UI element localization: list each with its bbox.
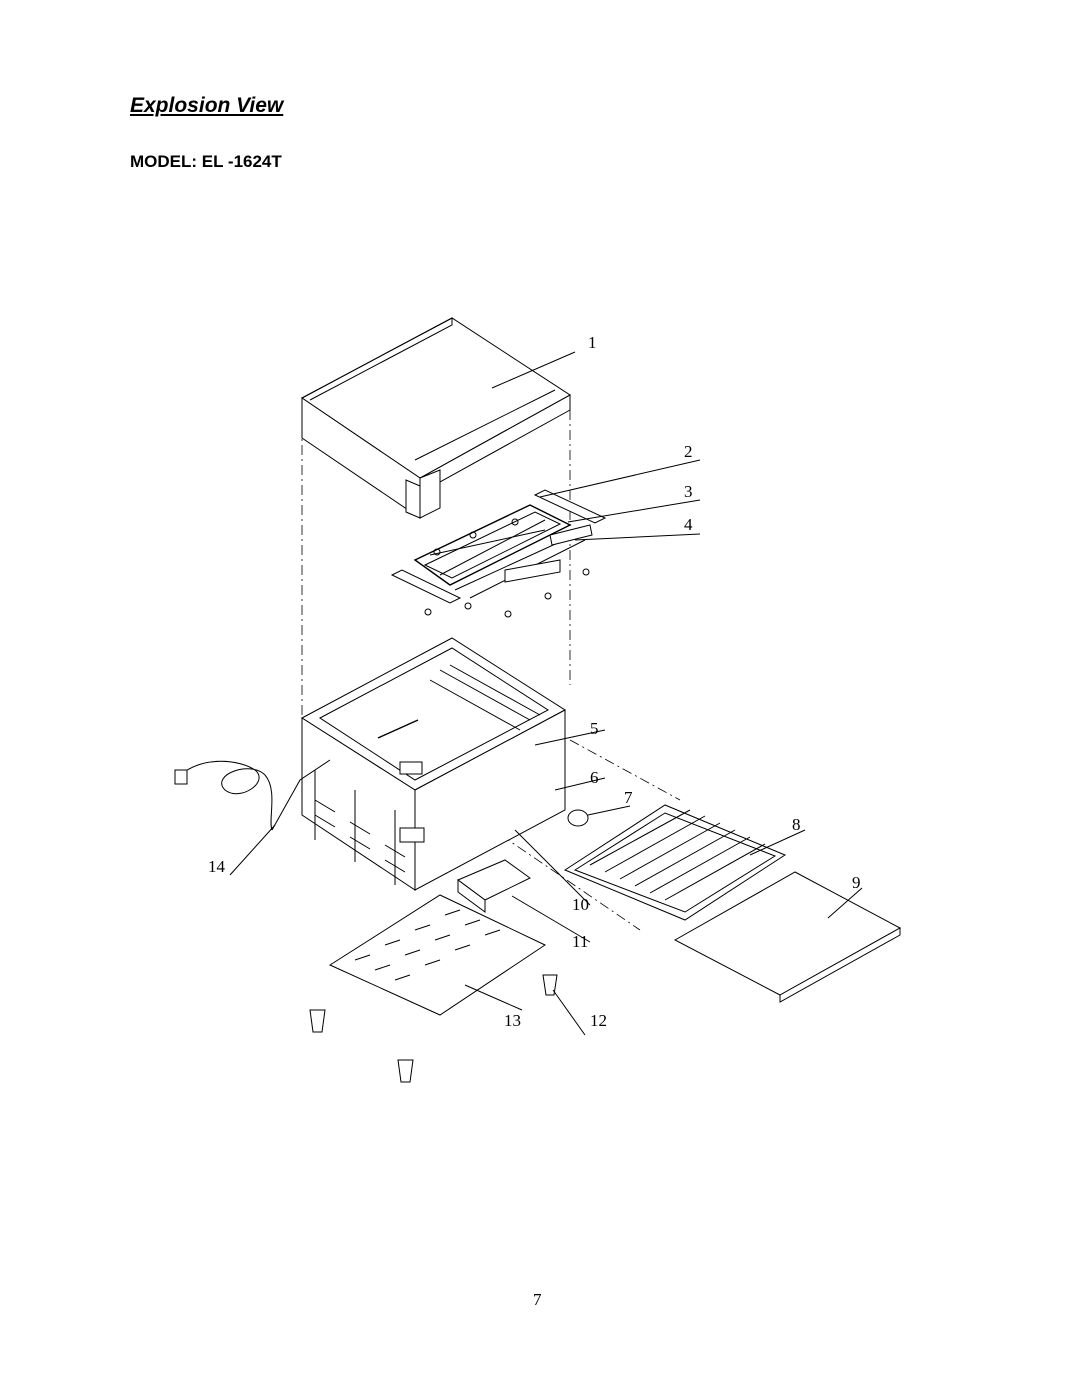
callout-9: 9 xyxy=(852,873,861,892)
callout-4: 4 xyxy=(684,515,693,534)
heating-element-part xyxy=(390,459,701,618)
callout-8: 8 xyxy=(792,815,801,834)
vent-slots xyxy=(354,909,501,981)
grease-drawer-part xyxy=(457,829,591,943)
griddle-plate-part xyxy=(301,317,576,519)
grill-grate-part xyxy=(563,804,806,921)
page-title: Explosion View xyxy=(130,94,284,117)
power-cord-part xyxy=(174,759,331,876)
model-label: MODEL: EL -1624T xyxy=(130,152,282,171)
callout-6: 6 xyxy=(590,768,599,787)
callout-11: 11 xyxy=(572,932,588,951)
drip-tray-part xyxy=(673,871,902,1003)
screw-set xyxy=(424,518,590,618)
control-knob-part xyxy=(567,805,631,827)
housing-part xyxy=(301,637,606,891)
callout-13: 13 xyxy=(504,1011,521,1030)
callout-1: 1 xyxy=(588,333,597,352)
callout-5: 5 xyxy=(590,719,599,738)
callout-14: 14 xyxy=(208,857,226,876)
callout-2: 2 xyxy=(684,442,693,461)
callout-12: 12 xyxy=(590,1011,607,1030)
callout-7: 7 xyxy=(624,788,633,807)
bottom-plate-part xyxy=(328,894,547,1016)
callout-10: 10 xyxy=(572,895,589,914)
callout-3: 3 xyxy=(684,482,693,501)
page-number: 7 xyxy=(533,1290,542,1309)
feet-part xyxy=(309,974,586,1083)
